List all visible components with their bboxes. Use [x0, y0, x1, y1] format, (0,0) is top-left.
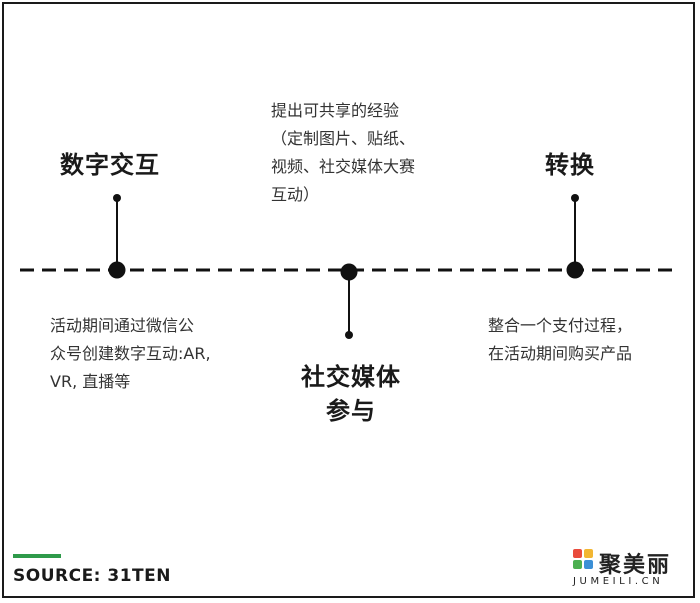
- stage2-node: [340, 263, 358, 281]
- logo-mark-square: [584, 560, 593, 569]
- logo-mark-square: [573, 549, 582, 558]
- stage2-description-line: 视频、社交媒体大赛: [271, 157, 416, 176]
- stage2-description-line: 提出可共享的经验: [271, 101, 400, 120]
- stage2-description-line: 互动）: [271, 185, 320, 204]
- stage1-description-line: 众号创建数字互动:AR,: [50, 344, 211, 363]
- logo-mark-square: [573, 560, 582, 569]
- logo-name: 聚美丽: [599, 553, 672, 578]
- stage3-node: [566, 261, 584, 279]
- stage3-description: 整合一个支付过程， 在活动期间购买产品: [488, 312, 632, 368]
- logo-mark-icon: [573, 549, 595, 571]
- jumeili-logo: 聚美丽 JUMEILI.CN: [573, 549, 693, 593]
- stage1-description-line: VR, 直播等: [50, 372, 131, 391]
- logo-mark-square: [584, 549, 593, 558]
- stage2-description-line: （定制图片、贴纸、: [271, 129, 416, 148]
- stage3-title: 转换: [545, 151, 595, 179]
- stage2-title: 社交媒体 参与: [296, 360, 406, 428]
- stage1-description: 活动期间通过微信公 众号创建数字互动:AR, VR, 直播等: [50, 312, 211, 396]
- stage3-description-line: 整合一个支付过程，: [488, 316, 633, 335]
- logo-domain: JUMEILI.CN: [573, 576, 664, 587]
- stage2-tip-dot: [345, 331, 353, 339]
- stage1-title: 数字交互: [60, 151, 160, 179]
- stage2-title-line: 参与: [326, 397, 376, 425]
- stage1-description-line: 活动期间通过微信公: [50, 316, 195, 335]
- stage2-description: 提出可共享的经验 （定制图片、贴纸、 视频、社交媒体大赛 互动）: [271, 97, 415, 209]
- stage1-tip-dot: [113, 194, 121, 202]
- stage1-node: [108, 261, 126, 279]
- source-label: SOURCE: 31TEN: [13, 566, 171, 586]
- stage2-title-line: 社交媒体: [301, 363, 401, 391]
- stage3-description-line: 在活动期间购买产品: [488, 344, 633, 363]
- source-accent-bar: [13, 554, 61, 558]
- stage3-tip-dot: [571, 194, 579, 202]
